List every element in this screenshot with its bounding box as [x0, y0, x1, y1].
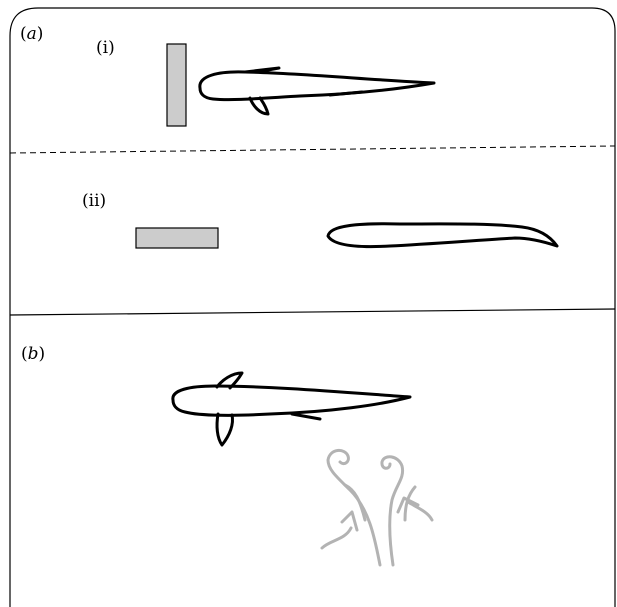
fish-top-view-icon [198, 66, 436, 116]
figure-frame [9, 7, 616, 607]
obstacle-horizontal-icon [135, 227, 219, 249]
obstacle-vertical-icon [166, 43, 187, 127]
subpanel-i-label: (i) [96, 38, 115, 58]
dashed-separator [9, 145, 616, 154]
panel-a-label: (a) [20, 24, 43, 44]
panel-b-label: (b) [21, 344, 45, 364]
fish-side-view-icon [326, 222, 559, 249]
fish-b-top-view-icon [171, 371, 412, 447]
panel-separator [9, 308, 616, 316]
vortex-pair-icon [320, 449, 434, 567]
subpanel-ii-label: (ii) [82, 191, 106, 211]
